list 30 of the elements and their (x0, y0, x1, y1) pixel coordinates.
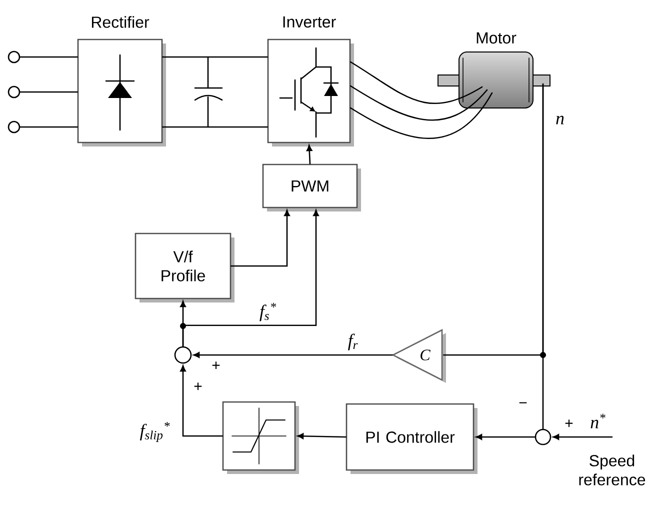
arrow (476, 434, 536, 440)
arrow (182, 210, 319, 347)
signal-label: f$_{slip}$* (138, 421, 172, 443)
block (222, 401, 299, 474)
sign-label: + (194, 382, 202, 390)
terminal (8, 86, 20, 98)
terminal (8, 50, 20, 64)
arrow (193, 352, 393, 358)
summing-junction (174, 346, 192, 364)
arrow (230, 210, 290, 267)
sign-label: − (519, 402, 527, 404)
sign-label: + (565, 420, 573, 427)
block: V/f Profile (134, 232, 234, 302)
block-title: Rectifier (92, 16, 150, 28)
arrow (297, 433, 346, 440)
caption-text: Speed reference (579, 454, 646, 486)
block: PWM (262, 164, 361, 212)
signal-label: n$^{*}$ (589, 412, 607, 430)
arrow (180, 365, 224, 437)
block-title: Motor (476, 32, 516, 44)
arrow (552, 434, 613, 440)
terminal (8, 120, 20, 134)
block: PI Controller (346, 403, 478, 474)
block-title: Inverter (283, 16, 336, 28)
signal-label: n (554, 114, 566, 126)
sign-label: + (212, 362, 220, 369)
signal-label: f$_{s}$* (258, 302, 278, 322)
summing-junction (534, 428, 552, 446)
signal-label: f$_{r}$ (346, 332, 360, 352)
arrow (306, 144, 312, 164)
